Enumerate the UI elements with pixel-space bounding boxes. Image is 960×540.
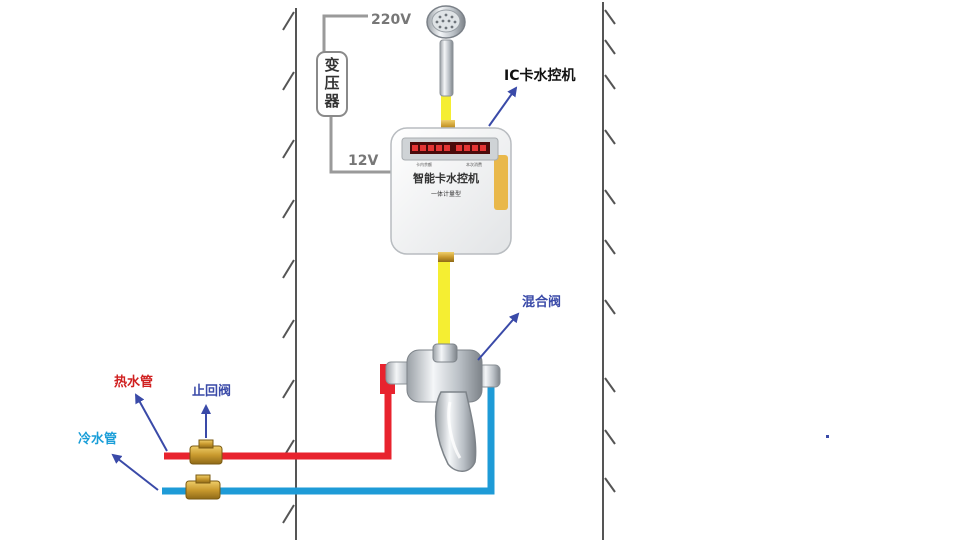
mixing-valve-icon	[386, 344, 500, 471]
transformer-label-1: 变	[324, 56, 339, 74]
left-wall	[283, 8, 296, 540]
check-valve-hot	[190, 440, 222, 464]
arrow-to-cold-pipe	[113, 455, 158, 490]
check-valve-label: 止回阀	[192, 383, 231, 399]
panel-right-caption: 本次消费	[466, 161, 482, 167]
transformer-label-3: 器	[323, 92, 340, 110]
hot-pipe-label: 热水管	[114, 374, 153, 390]
mixing-valve-label: 混合阀	[522, 294, 561, 310]
device-panel-subtitle: 一体计量型	[431, 190, 461, 198]
device-panel-title: 智能卡水控机	[413, 171, 479, 185]
right-wall	[603, 2, 615, 540]
transformer-label-2: 压	[324, 74, 339, 92]
voltage-12v-label: 12V	[348, 153, 378, 169]
stray-dot	[826, 435, 829, 438]
display-digits	[412, 145, 486, 151]
arrow-to-hot-pipe	[136, 395, 167, 451]
arrow-to-mixing-valve	[478, 314, 518, 360]
device-label: IC卡水控机	[504, 67, 575, 84]
panel-left-caption: 卡内余额	[416, 161, 432, 167]
transformer: 变 压 器	[317, 52, 347, 116]
cold-pipe-label: 冷水管	[78, 431, 117, 447]
voltage-220v-label: 220V	[371, 12, 411, 28]
check-valve-cold	[186, 475, 220, 499]
arrow-to-device	[489, 88, 516, 126]
water-control-device: 卡内余额 本次消费 智能卡水控机 一体计量型	[391, 128, 511, 262]
